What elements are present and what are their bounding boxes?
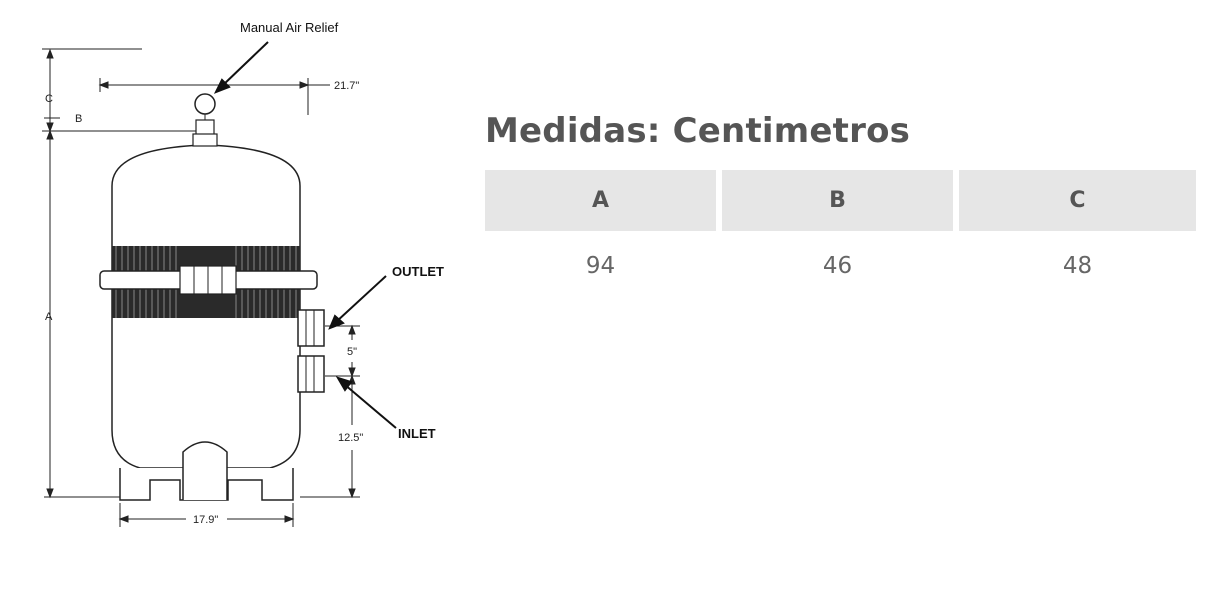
dimension-c-label: C xyxy=(45,93,53,105)
table-cell-a: 94 xyxy=(485,231,722,301)
dimension-a-label: A xyxy=(45,311,53,323)
manual-air-relief-label: Manual Air Relief xyxy=(240,20,339,35)
table-header-a: A xyxy=(485,170,722,231)
filter-dimension-diagram: Manual Air Relief OUTLET INLET 21.7" 17.… xyxy=(42,20,444,527)
dimension-lines xyxy=(42,48,360,527)
page-title: Medidas: Centimetros xyxy=(485,111,911,151)
filter-tank xyxy=(99,93,325,501)
table-row: 94 46 48 xyxy=(485,231,1196,301)
inlet-label: INLET xyxy=(398,426,436,441)
table-header-row: A B C xyxy=(485,170,1196,231)
table-header-c: C xyxy=(959,170,1196,231)
dimension-17-9-label: 17.9" xyxy=(193,514,218,526)
table-cell-b: 46 xyxy=(722,231,959,301)
dimension-5-label: 5" xyxy=(347,346,357,358)
table-cell-c: 48 xyxy=(1062,253,1093,279)
dimension-21-7-label: 21.7" xyxy=(334,80,359,92)
dimensions-table: A B C 94 46 48 xyxy=(485,170,1196,301)
dimension-b-label: B xyxy=(75,113,82,125)
dimension-12-5-label: 12.5" xyxy=(338,432,363,444)
table-header-b: B xyxy=(722,170,959,231)
callout-arrows xyxy=(213,41,397,429)
outlet-label: OUTLET xyxy=(392,264,444,279)
